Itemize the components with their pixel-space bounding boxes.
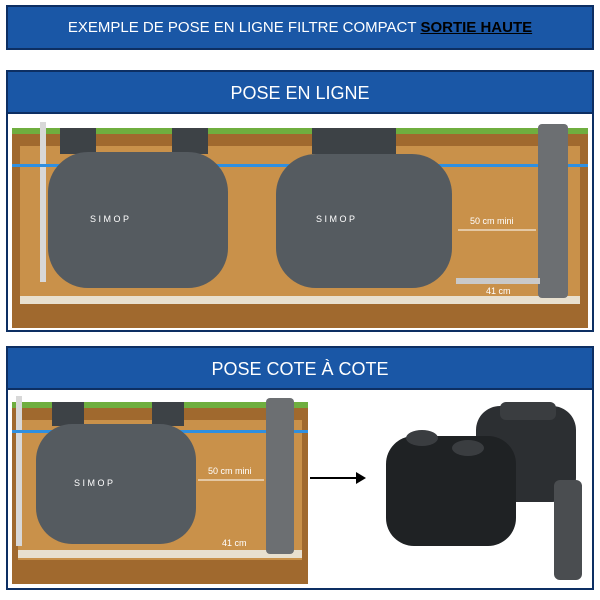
tank-1-neck-a — [60, 128, 96, 154]
inline-diagram: S I M O P S I M O P 50 cm mini 41 cm — [12, 122, 588, 328]
bed — [18, 550, 302, 558]
arrow — [310, 472, 366, 484]
tank-1-neck-b — [172, 128, 208, 154]
tank-neck-b — [152, 402, 184, 426]
side-diagram: S I M O P 50 cm mini 41 cm — [12, 396, 308, 584]
tank-2-body — [276, 154, 452, 288]
tank-body — [36, 424, 196, 544]
side-distance-label: 50 cm mini — [208, 466, 252, 476]
panel-side: POSE COTE À COTE S I M O P 50 cm mini 41… — [6, 346, 594, 590]
inline-distance-label: 50 cm mini — [470, 216, 514, 226]
main-title-text: EXEMPLE DE POSE EN LIGNE FILTRE COMPACT — [67, 19, 417, 36]
grass-strip — [12, 128, 588, 134]
panel-inline: POSE EN LIGNE S I M O P S I M O P 50 cm … — [6, 70, 594, 332]
inline-depth-label: 41 cm — [486, 286, 511, 296]
bed — [20, 296, 580, 304]
main-title-highlight: SORTIE HAUTE — [420, 19, 533, 36]
vent-pipe — [40, 122, 46, 282]
tank-3d-lid — [500, 402, 556, 420]
panel-side-title: POSE COTE À COTE — [8, 348, 592, 390]
tank-3d-render — [386, 402, 582, 580]
side-depth-label: 41 cm — [222, 538, 247, 548]
side-tank-letters: S I M O P — [74, 478, 113, 488]
filter-column — [538, 124, 568, 298]
tank-2-letters: S I M O P — [316, 214, 355, 224]
tank-3d-filter — [554, 480, 582, 580]
pipe-bottom — [456, 278, 540, 284]
tank-3d-front — [386, 436, 516, 546]
main-title-bar: EXEMPLE DE POSE EN LIGNE FILTRE COMPACT … — [6, 5, 594, 50]
tank-1-body — [48, 152, 228, 288]
tank-3d-neck-a — [406, 430, 438, 446]
tank-1-letters: S I M O P — [90, 214, 129, 224]
tank-3d-neck-b — [452, 440, 484, 456]
tank-neck-a — [52, 402, 84, 426]
panel-inline-title: POSE EN LIGNE — [8, 72, 592, 114]
tank-2-lid — [312, 128, 396, 154]
filter-column — [266, 398, 294, 554]
vent-pipe — [16, 396, 22, 546]
